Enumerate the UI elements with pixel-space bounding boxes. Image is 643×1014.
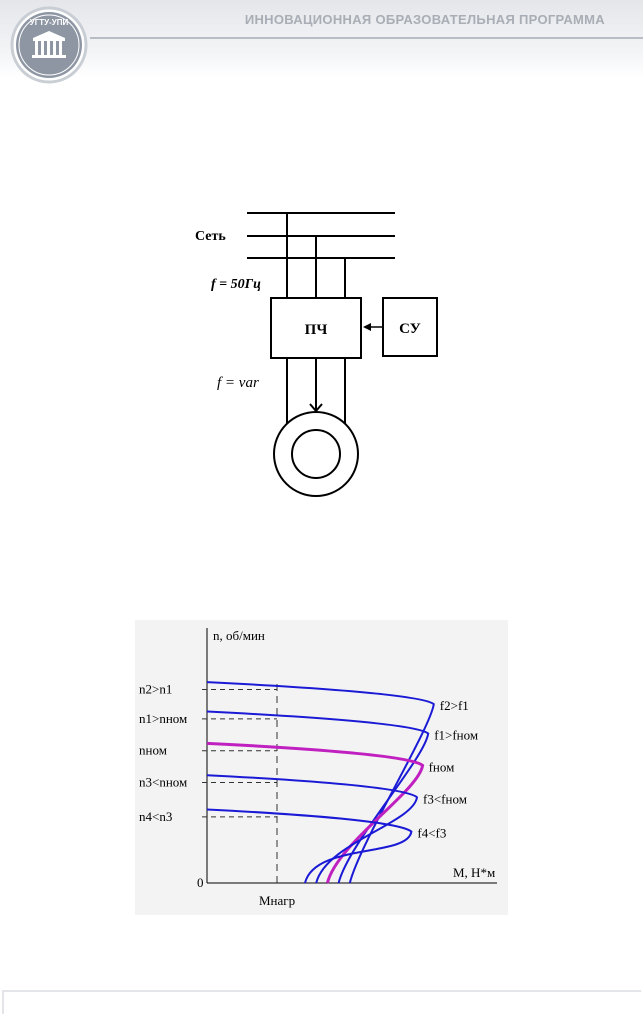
freq-label-0: f2>f1 [440,698,469,713]
curve-4 [206,808,413,884]
header-title: ИННОВАЦИОННАЯ ОБРАЗОВАТЕЛЬНАЯ ПРОГРАММА [244,12,605,27]
y-axis-label: n, об/мин [213,628,265,643]
speed-label-1: n1>nном [139,711,187,726]
output-frequency-label: f = var [217,375,259,391]
grid-label: Сеть [195,229,226,244]
chart-panel [135,620,508,915]
control-block [382,297,438,357]
speed-label-2: nном [139,743,167,758]
converter-label: ПЧ [305,322,328,338]
arrow-icon [363,323,371,331]
freq-label-3: f3<fном [423,791,467,806]
control-label: СУ [399,321,421,337]
footer-frame [2,990,641,1014]
curve-2 [206,741,425,884]
header-divider [90,37,643,39]
curve-3 [206,774,419,884]
header-band [0,0,643,78]
speed-label-3: n3<nном [139,775,187,790]
origin-label: 0 [197,875,204,890]
load-label: Mнагр [259,893,295,908]
university-logo: УГТУ-УПИ [10,6,88,84]
x-axis-label: M, Н*м [453,865,495,880]
freq-label-2: fном [429,759,455,774]
freq-label-1: f1>fном [434,728,478,743]
curve-1 [206,710,430,884]
motor-rotor [291,429,341,479]
logo-text: УГТУ-УПИ [30,18,69,27]
speed-label-4: n4<n3 [139,809,172,824]
curve-0 [206,681,435,884]
freq-label-4: f4<f3 [417,826,446,841]
speed-label-0: n2>n1 [139,681,172,696]
frequency-converter-scheme: Сеть f = 50Гц ПЧ СУ f = var [195,212,438,497]
input-frequency-label: f = 50Гц [211,277,261,292]
